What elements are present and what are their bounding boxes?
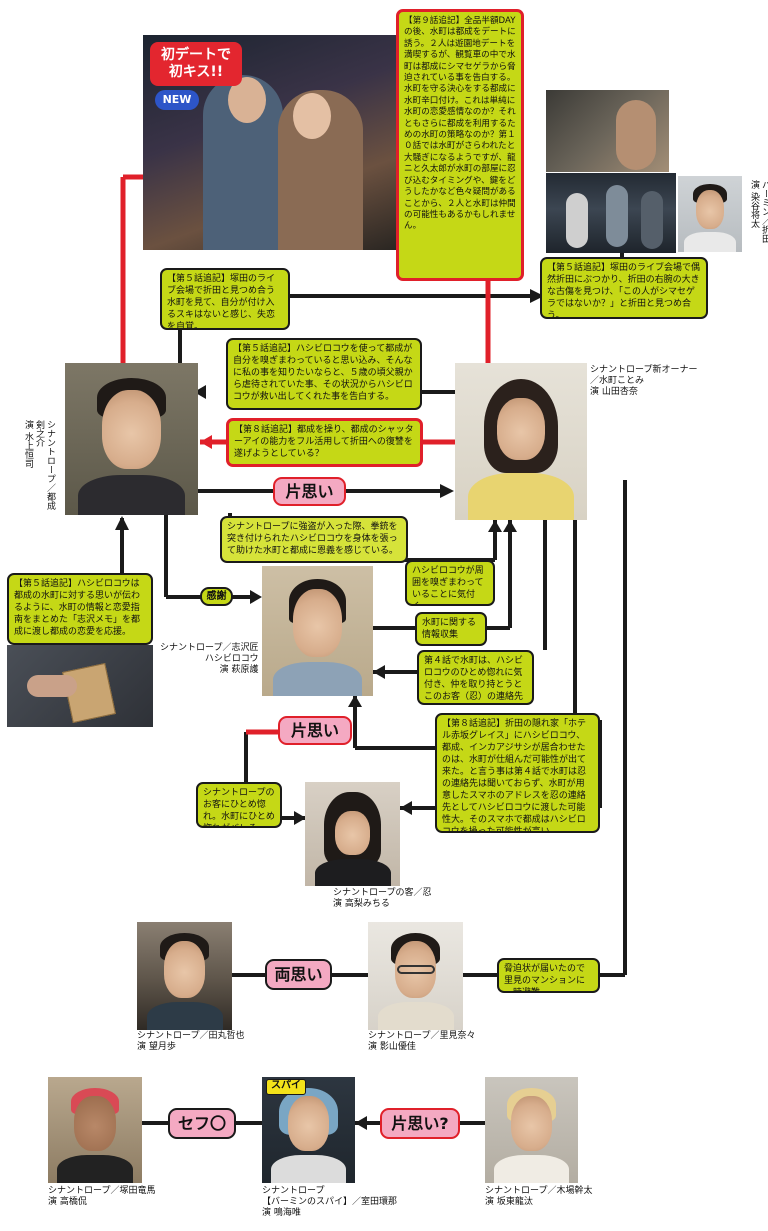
arrow-info (503, 520, 517, 532)
arrow-ep4 (373, 665, 385, 679)
satomi-caption: シナントロープ／里見奈々 演 影山優佳 (368, 1031, 476, 1052)
tsukada-portrait (48, 1077, 142, 1183)
arrow-kansha (250, 590, 262, 604)
arrow-shinobu (400, 801, 412, 815)
arrow-kataomoi-q (355, 1116, 367, 1130)
hashibirokou-caption: シナントロープ／志沢匠 ハシビロコウ 演 萩原護 (160, 643, 259, 675)
muroto-portrait (262, 1077, 355, 1183)
satomi-portrait (368, 922, 463, 1030)
tsukada-caption: シナントロープ／塚田竜馬 演 高橋侃 (48, 1186, 156, 1207)
robbery-note: シナントロープに強盗が入った際、拳銃を突き付けられたハシビロコウを身体を張って助… (220, 516, 408, 563)
tonari-portrait (65, 363, 198, 515)
first-date-badge: 初デートで 初キス!! (150, 42, 242, 86)
threat-note: 脅迫状が届いたので里見のマンションに一時避難 (497, 958, 600, 993)
glasses-icon (396, 965, 435, 974)
arrow-ep5-right (530, 289, 544, 303)
barmin-portrait (678, 176, 742, 252)
ep5-right-note: 【第５話追記】塚田のライブ会場で偶然折田にぶつかり、折田の右腕の大きな古傷を見つ… (540, 257, 708, 319)
kiba-caption: シナントロープ／木場幹太 演 坂東龍汰 (485, 1186, 593, 1207)
hashibirokou-portrait (262, 566, 373, 696)
ep5-left-note: 【第５話追記】塚田のライブ会場で折田と見つめ合う水町を見て、自分が付け入るスキは… (160, 268, 290, 330)
barmin-caption: バーミン／折田 演 染谷将太 (749, 180, 768, 243)
arrow-crush (294, 811, 306, 825)
muroto-caption: シナントロープ 【バーミンのスパイ】／室田環那 演 鳴海唯 (262, 1186, 398, 1218)
sefure-label: セフ〇 (168, 1108, 236, 1139)
kiba-portrait (485, 1077, 578, 1183)
ep5-memo-note: 【第５話追記】ハシビロコウは都成の水町に対する思いが伝わるように、水町の情報と恋… (7, 573, 153, 645)
barmin-scene-photo-bottom (546, 173, 676, 253)
ep8-hotel-note: 【第８話追記】折田の隠れ家「ホテル赤坂グレイス」にハシビロコウ、都成、インカアジ… (435, 713, 600, 833)
tamaru-caption: シナントロープ／田丸哲也 演 望月歩 (137, 1031, 245, 1052)
sniffing-note: ハシビロコウが周囲を嗅ぎまわっていることに気付く。 (405, 560, 495, 606)
arrow-tonari-up (115, 516, 129, 530)
new-label: NEW (155, 90, 199, 110)
kataomoi-question-label: 片思い? (380, 1108, 460, 1139)
shinobu-portrait (305, 782, 400, 886)
barmin-scene-photo-top (546, 90, 669, 172)
tonari-caption: シナントロープ／都成 剣之介 演 水上恒司 (23, 420, 55, 510)
kansha-label: 感謝 (200, 587, 233, 606)
kataomoi-label-2: 片思い (278, 716, 352, 745)
ep4-note: 第４話で水町は、ハシビロコウのひとめ惚れに気付き、仲を取り持とうとこのお客（忍）… (417, 650, 534, 705)
arrow-hotel (348, 695, 362, 707)
arrow-ep5-center (194, 385, 206, 399)
arrow-ep8-red (200, 435, 212, 449)
memo-hand-photo (7, 645, 153, 727)
ryoomoi-label: 両思い (265, 959, 332, 990)
scene-face-right (293, 93, 331, 139)
arrow-sniffing (488, 520, 502, 532)
kataomoi-label-1: 片思い (273, 477, 346, 506)
shinobu-caption: シナントロープの客／忍 演 高梨みちる (333, 888, 432, 909)
arrow-kataomoi (440, 484, 454, 498)
crush-note: シナントロープのお客にひとめ惚れ。水町にひとめ惚れがバレる。 (196, 782, 282, 828)
info-note: 水町に関する情報収集 (415, 612, 487, 646)
spy-label: スパイ (266, 1079, 306, 1095)
ep9-note: 【第９話追記】全品半額DAY の後、水町は都成をデートに誘う。２人は遊園地デート… (396, 9, 524, 281)
ep5-center-note: 【第５話追記】ハシビロコウを使って都成が自分を嗅ぎまわっていると思い込み、そんな… (226, 338, 422, 410)
ep8-red-note: 【第８話追記】都成を操り、都成のシャッターアイの能力をフル活用して折田への復讐を… (226, 418, 423, 467)
tamaru-portrait (137, 922, 232, 1030)
mizumachi-caption: シナントロープ新オーナー ／水町ことみ 演 山田杏奈 (590, 365, 698, 397)
mizumachi-portrait (455, 363, 587, 520)
